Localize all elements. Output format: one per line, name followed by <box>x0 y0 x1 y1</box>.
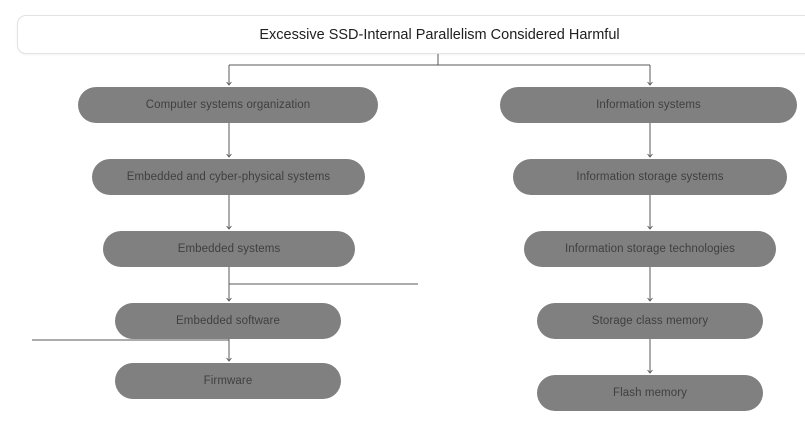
node-computer-systems-organization[interactable]: Computer systems organization <box>78 87 378 123</box>
node-embedded-and-cyber-physical-systems[interactable]: Embedded and cyber-physical systems <box>92 159 365 195</box>
node-label: Flash memory <box>612 387 688 399</box>
node-information-storage-technologies[interactable]: Information storage technologies <box>524 231 776 267</box>
node-label: Firmware <box>203 375 253 387</box>
node-embedded-systems[interactable]: Embedded systems <box>103 231 355 267</box>
node-label: Embedded and cyber-physical systems <box>126 171 331 183</box>
node-information-systems[interactable]: Information systems <box>500 87 797 123</box>
node-information-storage-systems[interactable]: Information storage systems <box>513 159 787 195</box>
node-label: Storage class memory <box>591 315 709 327</box>
diagram-title-box: Excessive SSD-Internal Parallelism Consi… <box>17 15 805 54</box>
node-label: Embedded systems <box>177 243 281 255</box>
node-firmware[interactable]: Firmware <box>115 363 341 399</box>
node-flash-memory[interactable]: Flash memory <box>537 375 763 411</box>
node-label: Information storage technologies <box>564 243 736 255</box>
node-label: Information storage systems <box>576 171 724 183</box>
node-label: Embedded software <box>176 315 280 327</box>
node-embedded-software[interactable]: Embedded software <box>115 303 341 339</box>
node-label: Computer systems organization <box>145 99 311 111</box>
node-label: Information systems <box>596 99 701 111</box>
page-title: Excessive SSD-Internal Parallelism Consi… <box>259 27 620 43</box>
node-storage-class-memory[interactable]: Storage class memory <box>537 303 763 339</box>
